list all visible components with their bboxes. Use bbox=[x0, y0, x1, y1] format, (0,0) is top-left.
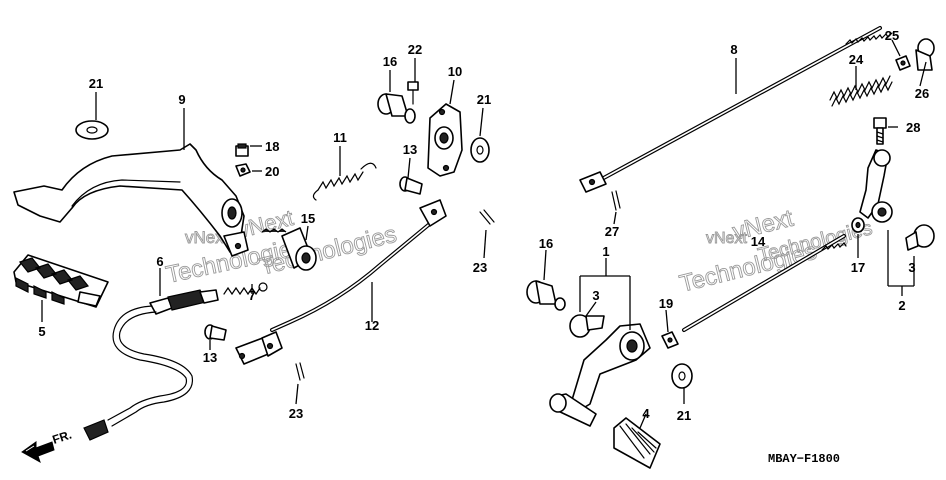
brake-pedal bbox=[13, 143, 249, 257]
bolt-13-left bbox=[204, 324, 227, 341]
nut-17 bbox=[851, 217, 865, 233]
callout-21: 21 bbox=[677, 408, 691, 423]
nut-25 bbox=[895, 55, 911, 71]
ball-joint-3-left bbox=[569, 314, 605, 338]
callout-19: 19 bbox=[659, 296, 673, 311]
callout-15: 15 bbox=[301, 211, 315, 226]
callout-6: 6 bbox=[156, 254, 163, 269]
callout-7: 7 bbox=[248, 288, 255, 303]
brake-light-switch bbox=[83, 289, 219, 441]
callout-11: 11 bbox=[333, 130, 347, 145]
callout-27: 27 bbox=[605, 224, 619, 239]
collar-16-upper bbox=[377, 93, 416, 124]
brake-rod bbox=[235, 199, 447, 365]
washer-21-left bbox=[75, 120, 109, 140]
watermark: vNext Technologies vNext Technologies vN… bbox=[163, 204, 875, 298]
ball-joint-26 bbox=[915, 38, 935, 71]
leader-lines bbox=[41, 39, 927, 429]
callout-12: 12 bbox=[365, 318, 379, 333]
callout-9: 9 bbox=[178, 92, 185, 107]
callout-20: 20 bbox=[265, 164, 279, 179]
callout-21: 21 bbox=[477, 92, 491, 107]
front-label: FR. bbox=[51, 428, 74, 447]
shift-rod bbox=[579, 26, 893, 193]
callout-1: 1 bbox=[602, 244, 609, 259]
diagram-code: MBAY−F1800 bbox=[768, 452, 840, 466]
callout-4: 4 bbox=[642, 406, 650, 421]
washer-21-lower bbox=[671, 363, 693, 389]
nut-19 bbox=[661, 331, 679, 349]
callout-14: 14 bbox=[751, 234, 766, 249]
callout-3: 3 bbox=[908, 260, 915, 275]
shift-pedal bbox=[549, 323, 651, 427]
callout-8: 8 bbox=[730, 42, 737, 57]
washer-21-upper bbox=[470, 137, 490, 163]
callout-23: 23 bbox=[289, 406, 303, 421]
callout-21: 21 bbox=[89, 76, 103, 91]
bolt-18 bbox=[235, 143, 249, 157]
callout-3: 3 bbox=[592, 288, 599, 303]
callout-labels: 21 9 18 20 15 6 7 5 13 11 12 16 22 10 21… bbox=[38, 28, 929, 423]
front-arrow-icon bbox=[21, 441, 55, 464]
callout-16: 16 bbox=[383, 54, 397, 69]
bracket-plate bbox=[427, 103, 463, 177]
cotter-pin-27 bbox=[611, 190, 621, 211]
callout-10: 10 bbox=[448, 64, 462, 79]
shift-peg-rubber bbox=[613, 417, 661, 469]
callout-18: 18 bbox=[265, 139, 279, 154]
bolt-13-right bbox=[399, 176, 423, 195]
callout-23: 23 bbox=[473, 260, 487, 275]
cotter-pin-23-upper bbox=[479, 209, 495, 225]
tie-rod bbox=[682, 234, 847, 332]
front-direction-indicator: FR. bbox=[21, 428, 74, 464]
callout-26: 26 bbox=[915, 86, 929, 101]
pivot-bolt bbox=[261, 227, 317, 271]
cotter-pin-23-lower bbox=[295, 362, 305, 381]
callout-24: 24 bbox=[849, 52, 864, 67]
footpeg-rubber bbox=[13, 254, 109, 308]
shift-arm bbox=[859, 149, 893, 223]
callout-16: 16 bbox=[539, 236, 553, 251]
callout-17: 17 bbox=[851, 260, 865, 275]
watermark-text: vNext bbox=[706, 230, 747, 247]
bolt-28 bbox=[873, 117, 887, 145]
callout-25: 25 bbox=[885, 28, 899, 43]
collar-16-lower bbox=[526, 280, 566, 311]
callout-5: 5 bbox=[38, 324, 45, 339]
return-spring bbox=[312, 162, 377, 201]
callout-13: 13 bbox=[203, 350, 217, 365]
ball-joint-3-right bbox=[905, 224, 935, 251]
rod-spring bbox=[829, 75, 893, 107]
pedal-spring bbox=[223, 282, 268, 296]
nut-20 bbox=[235, 163, 251, 177]
callout-22: 22 bbox=[408, 42, 422, 57]
callout-13: 13 bbox=[403, 142, 417, 157]
bolt-22 bbox=[407, 81, 419, 105]
callout-2: 2 bbox=[898, 298, 905, 313]
callout-28: 28 bbox=[906, 120, 920, 135]
